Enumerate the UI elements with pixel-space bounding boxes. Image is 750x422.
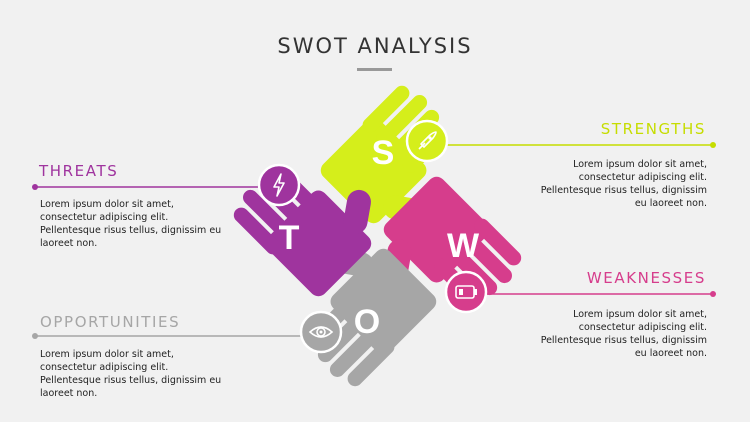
threats-heading: THREATS	[39, 162, 119, 180]
rocket-icon	[405, 119, 449, 163]
weaknesses-heading: WEAKNESSES	[586, 269, 706, 287]
weaknesses-description: Lorem ipsum dolor sit amet, consectetur …	[540, 309, 707, 359]
opportunities-letter: O	[354, 303, 380, 341]
title-underline	[357, 68, 392, 71]
eye-icon	[299, 310, 343, 354]
weaknesses-letter: W	[447, 227, 480, 265]
page-title: SWOT ANALYSIS	[277, 34, 473, 58]
opportunities-connector-dot	[32, 333, 38, 339]
strengths-connector-dot	[710, 142, 716, 148]
strengths-heading: STRENGTHS	[600, 120, 706, 138]
weaknesses-connector-dot	[710, 291, 716, 297]
opportunities-description: Lorem ipsum dolor sit amet, consectetur …	[40, 349, 222, 399]
strengths-letter: S	[372, 134, 395, 172]
battery-low-icon	[444, 270, 488, 314]
threats-letter: T	[279, 219, 300, 257]
threats-description: Lorem ipsum dolor sit amet, consectetur …	[40, 199, 222, 249]
threats-connector-dot	[32, 184, 38, 190]
strengths-description: Lorem ipsum dolor sit amet, consectetur …	[540, 159, 707, 209]
opportunities-heading: OPPORTUNITIES	[40, 313, 181, 331]
lightning-icon	[257, 163, 301, 207]
